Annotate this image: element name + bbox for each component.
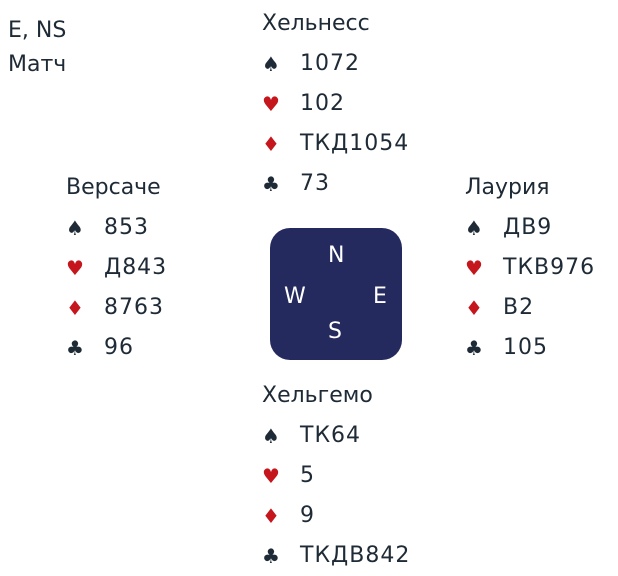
east-diamonds-row: ♦ В2 [465,288,595,328]
west-hearts-cards: Д843 [104,255,168,280]
player-name-east: Лаурия [465,175,550,200]
compass-west-label: W [284,284,306,309]
diamond-icon: ♦ [465,296,483,320]
player-name-south: Хельгемо [262,383,373,408]
compass-east-label: E [373,284,387,309]
east-clubs-cards: 105 [503,335,548,360]
north-clubs-cards: 73 [300,171,330,196]
west-clubs-cards: 96 [104,335,134,360]
south-spades-cards: ТК64 [300,423,362,448]
west-spades-cards: 853 [104,215,149,240]
north-clubs-row: ♣ 73 [262,164,409,204]
deal-info: E, NS Матч [8,14,66,82]
player-name-west: Версаче [66,175,161,200]
hand-west: Версаче ♠ 853 ♥ Д843 ♦ 8763 ♣ 96 [66,168,167,368]
north-hearts-cards: 102 [300,91,345,116]
south-clubs-row: ♣ ТКДВ842 [262,536,410,576]
hand-north: Хельнесс ♠ 1072 ♥ 102 ♦ ТКД1054 ♣ 73 [262,4,409,204]
compass: N W E S [270,228,402,360]
south-clubs-cards: ТКДВ842 [300,543,411,568]
north-hearts-row: ♥ 102 [262,84,409,124]
heart-icon: ♥ [66,256,84,280]
club-icon: ♣ [262,172,280,196]
north-diamonds-cards: ТКД1054 [300,131,410,156]
heart-icon: ♥ [262,464,280,488]
east-spades-cards: ДВ9 [503,215,553,240]
hand-east: Лаурия ♠ ДВ9 ♥ ТКВ976 ♦ В2 ♣ 105 [465,168,595,368]
west-diamonds-cards: 8763 [104,295,164,320]
spade-icon: ♠ [66,216,84,240]
club-icon: ♣ [465,336,483,360]
diamond-icon: ♦ [262,504,280,528]
west-spades-row: ♠ 853 [66,208,167,248]
club-icon: ♣ [66,336,84,360]
scoring-type: Матч [8,52,67,77]
spade-icon: ♠ [465,216,483,240]
spade-icon: ♠ [262,424,280,448]
club-icon: ♣ [262,544,280,568]
north-spades-row: ♠ 1072 [262,44,409,84]
east-hearts-cards: ТКВ976 [503,255,596,280]
south-diamonds-cards: 9 [300,503,315,528]
diamond-icon: ♦ [262,132,280,156]
west-clubs-row: ♣ 96 [66,328,167,368]
south-diamonds-row: ♦ 9 [262,496,410,536]
heart-icon: ♥ [465,256,483,280]
south-hearts-cards: 5 [300,463,315,488]
west-hearts-row: ♥ Д843 [66,248,167,288]
hand-south: Хельгемо ♠ ТК64 ♥ 5 ♦ 9 ♣ ТКДВ842 [262,376,410,576]
east-spades-row: ♠ ДВ9 [465,208,595,248]
compass-north-label: N [328,243,345,268]
heart-icon: ♥ [262,92,280,116]
north-diamonds-row: ♦ ТКД1054 [262,124,409,164]
east-clubs-row: ♣ 105 [465,328,595,368]
spade-icon: ♠ [262,52,280,76]
south-spades-row: ♠ ТК64 [262,416,410,456]
player-name-north: Хельнесс [262,11,370,36]
south-hearts-row: ♥ 5 [262,456,410,496]
compass-south-label: S [328,319,342,344]
north-spades-cards: 1072 [300,51,360,76]
east-diamonds-cards: В2 [503,295,535,320]
west-diamonds-row: ♦ 8763 [66,288,167,328]
dealer-vulnerability: E, NS [8,18,67,43]
east-hearts-row: ♥ ТКВ976 [465,248,595,288]
diamond-icon: ♦ [66,296,84,320]
